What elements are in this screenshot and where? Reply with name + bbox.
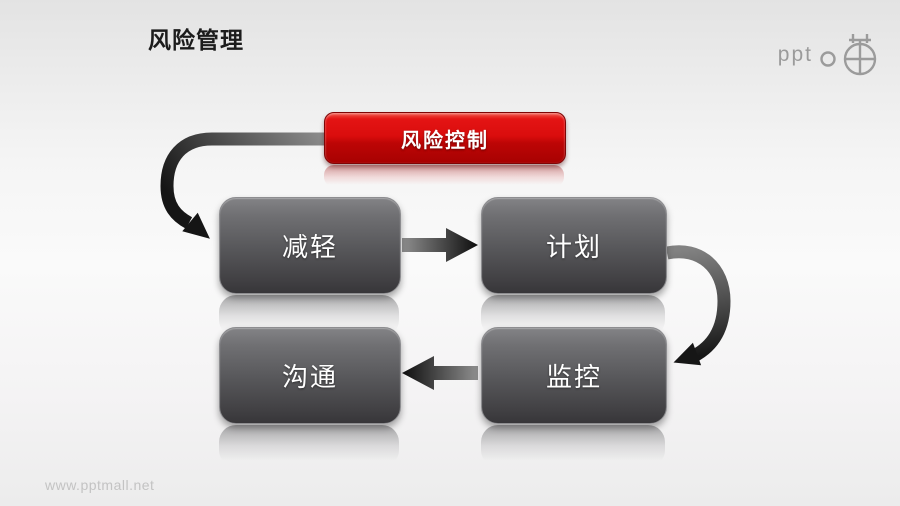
node-risk-control: 风险控制 xyxy=(324,112,566,164)
arrow-mitigate-to-plan xyxy=(402,228,478,262)
reflection-monitor xyxy=(481,425,665,467)
watermark: www.pptmall.net xyxy=(45,477,155,493)
brand-logo-text: ppt xyxy=(777,42,813,66)
reflection-communicate xyxy=(219,425,399,467)
node-mitigate: 减轻 xyxy=(219,197,401,294)
reflection-risk-control xyxy=(324,165,564,187)
arrow-plan-to-monitor xyxy=(665,245,731,366)
brand-logo: ppt xyxy=(778,32,882,78)
node-communicate: 沟通 xyxy=(219,327,401,424)
node-plan: 计划 xyxy=(481,197,667,294)
node-monitor: 监控 xyxy=(481,327,667,424)
page-title: 风险管理 xyxy=(148,27,244,53)
circle-crosshair-logo-icon xyxy=(820,34,877,76)
arrow-monitor-to-communicate xyxy=(402,356,478,390)
